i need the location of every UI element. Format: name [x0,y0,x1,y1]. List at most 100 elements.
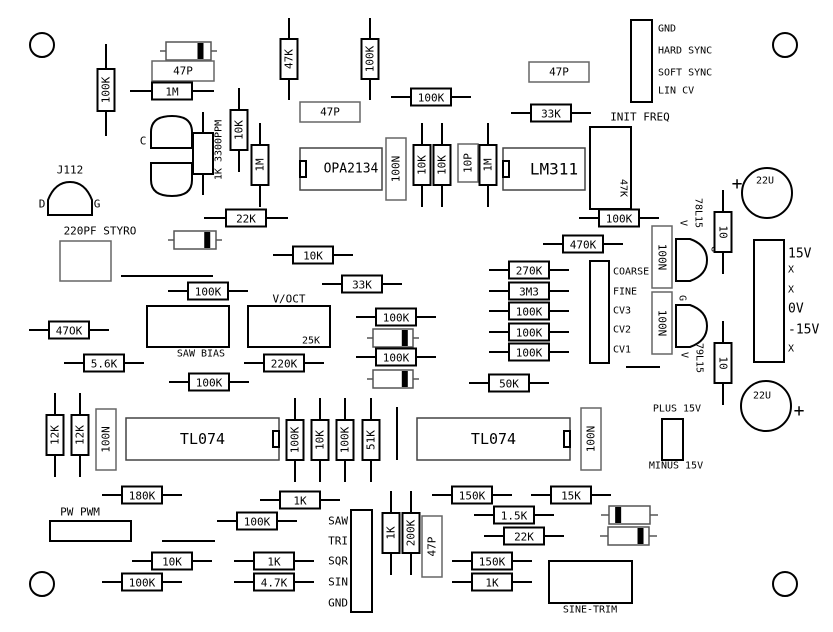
connector-pin-label: X [788,265,794,276]
mounting-hole [772,571,798,597]
capacitor-value: 100N [585,426,598,453]
resistor: 100K [356,347,436,367]
pair-label: C [140,135,147,148]
resistor: 1K [234,551,314,571]
cv-connector [589,260,610,364]
resistor-value: 10K [233,120,246,140]
resistor-value: 1K [293,495,307,508]
pin-label: G [677,295,688,301]
resistor-value: 270K [516,265,543,278]
ic-label: TL074 [471,430,516,448]
resistor-value: 10K [436,155,449,175]
resistor: 22K [204,208,288,228]
resistor: 1M [130,81,214,101]
resistor-value: 100K [244,516,271,529]
capacitor-value: 22U [756,176,774,187]
sync-connector [630,19,653,103]
diode [367,369,419,389]
resistor: 1M [478,123,498,207]
cathode-band [204,232,211,248]
resistor-value: 150K [459,490,486,503]
connector-pin-label: CV1 [613,345,631,356]
resistor: 47K [279,18,299,100]
resistor-value: 1M [254,158,267,172]
resistor-value: 10K [303,250,323,263]
jumper-label: MINUS 15V [649,461,703,472]
capacitor-value: 47P [549,66,569,79]
v-oct-trimmer [247,305,331,348]
resistor-value: 100K [339,426,352,453]
capacitor-value: 10P [462,153,475,173]
capacitor-value: 100N [390,156,403,183]
polarity-mark: + [794,401,805,422]
resistor-value: 150K [479,556,506,569]
connector-pin-label: SOFT SYNC [658,68,712,79]
resistor-value: 22K [514,531,534,544]
connector-pin-label: SAW [328,515,348,528]
resistor: 200K [401,491,421,575]
ic-label: OPA2134 [324,162,379,177]
resistor: 10K [412,123,432,207]
resistor: 10K [432,123,452,207]
mounting-hole [29,571,55,597]
connector-pin-label: CV3 [613,306,631,317]
resistor: 220K [244,353,324,373]
resistor: 100K [217,511,297,531]
regulator-label: 78L15 [693,198,704,228]
connector-pin-label: GND [328,597,348,610]
mounting-hole [29,32,55,58]
resistor-value: 10K [314,430,327,450]
resistor-value: 33K [352,279,372,292]
resistor-value: 470K [570,239,597,252]
sine-trim-trimmer [548,560,633,604]
resistor: 1M [250,123,270,207]
ic-tl074: TL074 [416,417,571,461]
mounting-hole [772,32,798,58]
resistor: 10K [229,88,249,172]
pin-label: V [679,352,690,358]
resistor: 33K [322,274,402,294]
resistor-value: 1K [485,577,499,590]
jumper-label: PLUS 15V [653,404,701,415]
ic-label: LM311 [530,160,578,179]
saw-bias-trimmer [146,305,230,348]
connector-pin-label: COARSE [613,267,649,278]
resistor: 10K [132,551,212,571]
cathode-band [615,507,622,523]
ic-lm311: LM311 [502,147,586,191]
ic-opa2134: OPA2134 [299,147,383,191]
capacitor: 47P [299,101,361,123]
connector-pin-label: HARD SYNC [658,46,712,57]
resistor-value: 220K [271,358,298,371]
trimmer-value: 25K [302,336,320,347]
resistor-value: 1K [267,556,281,569]
resistor: 100K [391,87,471,107]
capacitor: 100N [580,407,602,471]
resistor-value: 10K [416,155,429,175]
resistor-value: 100K [195,286,222,299]
ic-label: TL074 [180,430,225,448]
pin-label: D [39,198,46,211]
connector-pin-label: X [788,344,794,355]
resistor: 100K [356,307,436,327]
resistor-value: 4.7K [261,577,288,590]
cathode-band [637,528,644,544]
resistor: 100K [335,398,355,482]
resistor-value: 10 [717,225,730,238]
connector-pin-label: 0V [788,302,804,317]
resistor-value: 100K [383,312,410,325]
styro-capacitor [59,240,112,282]
resistor: 15K [531,485,611,505]
cathode-band [401,330,408,346]
resistor: 12K [45,393,65,477]
resistor-value: 100K [418,92,445,105]
resistor: 100K [285,398,305,482]
power-connector [753,239,785,363]
resistor-value: 100K [383,352,410,365]
resistor-value: 3M3 [519,286,539,299]
connector-pin-label: 15V [788,247,812,262]
capacitor: 100N [385,137,407,201]
pin-label: G [94,198,101,211]
